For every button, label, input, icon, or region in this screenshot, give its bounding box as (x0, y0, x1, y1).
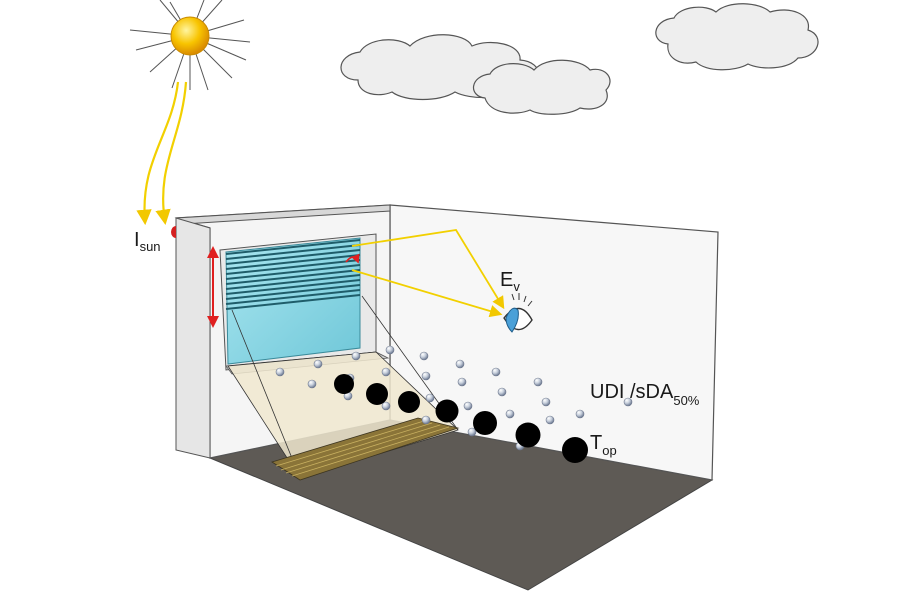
thermal-point (435, 399, 459, 423)
grid-point (419, 351, 429, 361)
grid-point (421, 371, 431, 381)
venetian-blind (225, 239, 361, 310)
thermal-point (515, 422, 541, 448)
eye-icon (503, 293, 533, 333)
thermal-point (562, 437, 588, 463)
grid-point (425, 393, 435, 403)
cloud-icon (473, 59, 611, 115)
light-edge-line (231, 309, 301, 479)
thermal-point (473, 411, 497, 435)
floor-light-strip (271, 417, 460, 481)
cloud-icon (655, 3, 819, 71)
reflected-light-rays (351, 229, 505, 318)
illuminance-grid-points (275, 345, 633, 451)
grid-point (541, 397, 551, 407)
udi-sda-label: UDI /sDA50% (590, 381, 700, 408)
double-arrow-icon (207, 246, 219, 328)
thermal-point (366, 383, 388, 405)
top-label: Top (590, 432, 617, 458)
grid-point (497, 387, 507, 397)
thermal-sensor-points (334, 374, 588, 463)
isun-label: Isun (134, 229, 161, 254)
grid-point (307, 379, 317, 389)
sensor-marker (171, 226, 176, 238)
grid-point (575, 409, 585, 419)
thermal-point (398, 391, 420, 413)
grid-point (351, 351, 361, 361)
grid-point (505, 409, 515, 419)
grid-point (457, 377, 467, 387)
incoming-sun-rays (136, 81, 188, 226)
grid-point (467, 427, 477, 437)
grid-point (421, 415, 431, 425)
sun-icon (129, 0, 251, 91)
grid-point (381, 367, 391, 377)
grid-point (275, 367, 285, 377)
window-wall-side (175, 217, 211, 459)
grid-point (381, 401, 391, 411)
grid-point (623, 397, 633, 407)
grid-point (533, 377, 543, 387)
grid-point (385, 345, 395, 355)
grid-point (491, 367, 501, 377)
grid-point (545, 415, 555, 425)
ev-label: Ev (500, 269, 520, 294)
slat-tilt-arrow-icon (345, 253, 360, 264)
grid-point (455, 359, 465, 369)
grid-point (463, 401, 473, 411)
thermal-point (334, 374, 354, 394)
grid-point (313, 359, 323, 369)
